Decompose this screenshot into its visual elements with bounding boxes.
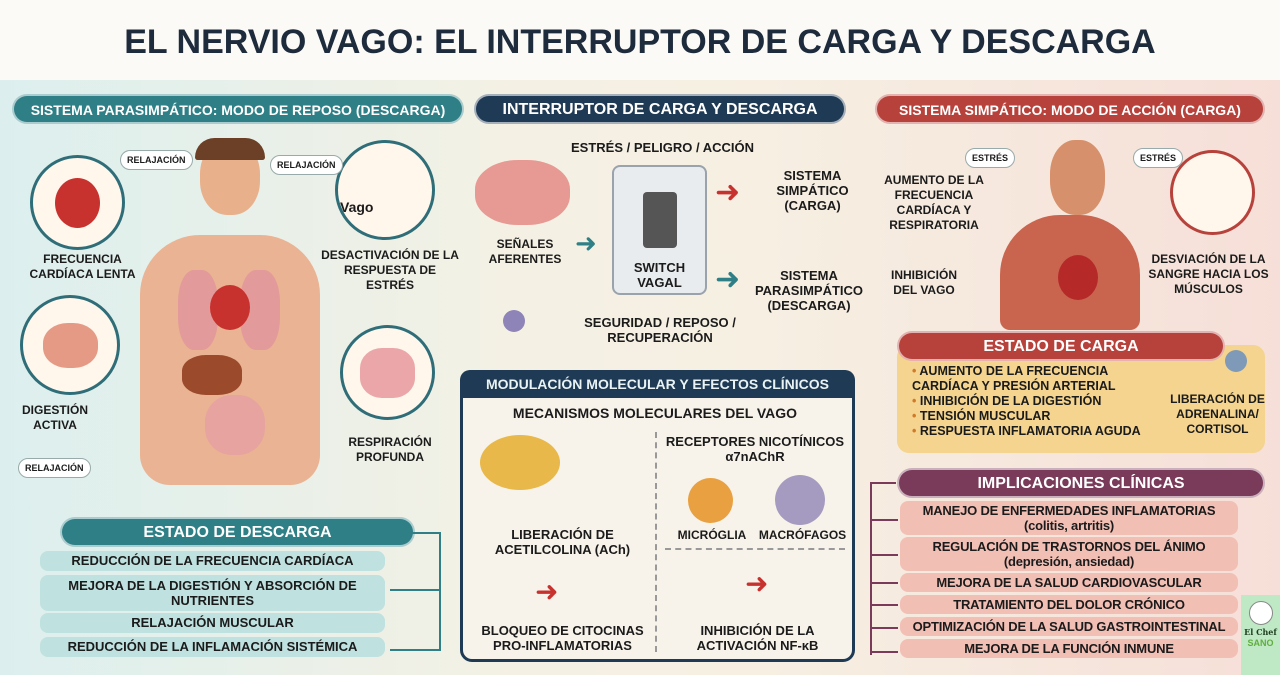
- relaxation-bubble: RELAJACIÓN: [270, 155, 343, 175]
- stress-label: ESTRÉS / PELIGRO / ACCIÓN: [571, 140, 754, 155]
- inhibition-arrow-icon: ➜: [745, 568, 769, 599]
- clinical-item: TRATAMIENTO DEL DOLOR CRÓNICO: [900, 595, 1238, 614]
- heart-rate-label: FRECUENCIA CARDÍACA LENTA: [29, 252, 136, 281]
- stress-deactivation-label: DESACTIVACIÓN DE LA RESPUESTA DE ESTRÉS: [321, 248, 459, 292]
- charge-item: • INHIBICIÓN DE LA DIGESTIÓN: [912, 394, 1102, 408]
- brain-icon: [475, 160, 570, 225]
- charge-item: • AUMENTO DE LA FRECUENCIA CARDÍACA Y PR…: [912, 364, 1116, 393]
- hormones-label: LIBERACIÓN DE ADRENALINA/ CORTISOL: [1170, 392, 1265, 436]
- molecular-subtitle: MECANISMOS MOLECULARES DEL VAGO: [512, 405, 798, 421]
- breathing-label: RESPIRACIÓN PROFUNDA: [348, 435, 432, 464]
- microglia-icon: [688, 478, 733, 523]
- arrow-right-icon: ➜: [575, 228, 597, 258]
- connector-arrows: [390, 532, 441, 651]
- digestion-label: DIGESTIÓN ACTIVA: [21, 403, 88, 432]
- connector-arrows: [870, 482, 898, 655]
- macrophage-label: MACRÓFAGOS: [758, 528, 847, 542]
- vagus-inhibition-label: INHIBICIÓN DEL VAGO: [891, 268, 957, 297]
- clinical-title: IMPLICACIONES CLÍNICAS: [897, 468, 1265, 498]
- vagal-switch[interactable]: SWITCH VAGAL: [612, 165, 707, 295]
- cytokines-label: BLOQUEO DE CITOCINAS PRO-INFLAMATORIAS: [481, 623, 644, 653]
- chef-sano-logo: El Chef SANO: [1241, 595, 1280, 675]
- vago-label: Vago: [340, 199, 374, 215]
- macrophage-icon: [775, 475, 825, 525]
- stress-bubble: ESTRÉS: [965, 148, 1016, 168]
- ach-label: LIBERACIÓN DE ACETILCOLINA (ACh): [494, 527, 631, 557]
- divider: [665, 548, 845, 550]
- clinical-item: MEJORA DE LA FUNCIÓN INMUNE: [900, 639, 1238, 658]
- discharge-item: REDUCCIÓN DE LA INFLAMACIÓN SISTÉMICA: [40, 637, 385, 657]
- arrow-up-icon: ➜: [715, 176, 741, 209]
- heart-icon: [1058, 255, 1098, 300]
- heart-circle-icon: [30, 155, 125, 250]
- intestine-icon: [205, 395, 265, 455]
- rate-increase-label: AUMENTO DE LA FRECUENCIA CARDÍACA Y RESP…: [884, 173, 984, 232]
- vagus-nerve-icon: [335, 140, 435, 240]
- chef-icon: [1248, 601, 1273, 625]
- microglia-label: MICRÓGLIA: [677, 528, 747, 542]
- clinical-item: REGULACIÓN DE TRASTORNOS DEL ÁNIMO(depre…: [900, 537, 1238, 571]
- charge-state-title: ESTADO DE CARGA: [897, 331, 1225, 361]
- sympathetic-header: SISTEMA SIMPÁTICO: MODO DE ACCIÓN (CARGA…: [875, 94, 1265, 124]
- relaxation-bubble: RELAJACIÓN: [120, 150, 193, 170]
- stomach-icon: [20, 295, 120, 395]
- cytokine-block-icon: ➜: [535, 576, 559, 607]
- charge-state-list: • AUMENTO DE LA FRECUENCIA CARDÍACA Y PR…: [912, 364, 1164, 439]
- heart-icon: [210, 285, 250, 330]
- stress-bubble: ESTRÉS: [1133, 148, 1184, 168]
- logo-text: El Chef: [1244, 627, 1277, 637]
- relaxation-bubble: RELAJACIÓN: [18, 458, 91, 478]
- clinical-item: MEJORA DE LA SALUD CARDIOVASCULAR: [900, 573, 1238, 592]
- switch-header: INTERRUPTOR DE CARGA Y DESCARGA: [474, 94, 846, 124]
- nfkb-label: INHIBICIÓN DE LA ACTIVACIÓN NF-κB: [696, 623, 819, 653]
- discharge-item: MEJORA DE LA DIGESTIÓN Y ABSORCIÓN DE NU…: [40, 575, 385, 611]
- parasympathetic-header: SISTEMA PARASIMPÁTICO: MODO DE REPOSO (D…: [12, 94, 464, 124]
- arrow-down-icon: ➜: [715, 263, 741, 296]
- hormone-molecule-icon: [1225, 350, 1247, 372]
- discharge-item: RELAJACIÓN MUSCULAR: [40, 613, 385, 633]
- discharge-state-title: ESTADO DE DESCARGA: [60, 517, 415, 547]
- charge-item: • RESPUESTA INFLAMATORIA AGUDA: [912, 424, 1141, 438]
- muscle-artery-icon: [1170, 150, 1255, 235]
- molecule-icon: [478, 295, 553, 345]
- receptors-label: RECEPTORES NICOTÍNICOS α7nAChR: [665, 434, 845, 464]
- page-title: EL NERVIO VAGO: EL INTERRUPTOR DE CARGA …: [0, 0, 1280, 80]
- parasympathetic-label: SISTEMA PARASIMPÁTICO (DESCARGA): [754, 268, 864, 313]
- safety-label: SEGURIDAD / REPOSO / RECUPERACIÓN: [584, 315, 736, 345]
- sympathetic-label: SISTEMA SIMPÁTICO (CARGA): [776, 168, 849, 213]
- synapse-icon: [470, 420, 650, 510]
- afferent-signals-label: SEÑALES AFERENTES: [488, 237, 562, 266]
- lungs-icon: [340, 325, 435, 420]
- divider: [655, 432, 657, 652]
- charge-state-panel: [897, 345, 1265, 453]
- discharge-item: REDUCCIÓN DE LA FRECUENCIA CARDÍACA: [40, 551, 385, 571]
- molecular-header: MODULACIÓN MOLECULAR Y EFECTOS CLÍNICOS: [460, 370, 855, 398]
- clinical-item: OPTIMIZACIÓN DE LA SALUD GASTROINTESTINA…: [900, 617, 1238, 636]
- clinical-item: MANEJO DE ENFERMEDADES INFLAMATORIAS(col…: [900, 501, 1238, 535]
- liver-icon: [182, 355, 242, 395]
- logo-text: SANO: [1247, 638, 1274, 648]
- switch-label: SWITCH VAGAL: [633, 260, 686, 290]
- blood-diversion-label: DESVIACIÓN DE LA SANGRE HACIA LOS MÚSCUL…: [1148, 252, 1269, 296]
- charge-item: • TENSIÓN MUSCULAR: [912, 409, 1051, 423]
